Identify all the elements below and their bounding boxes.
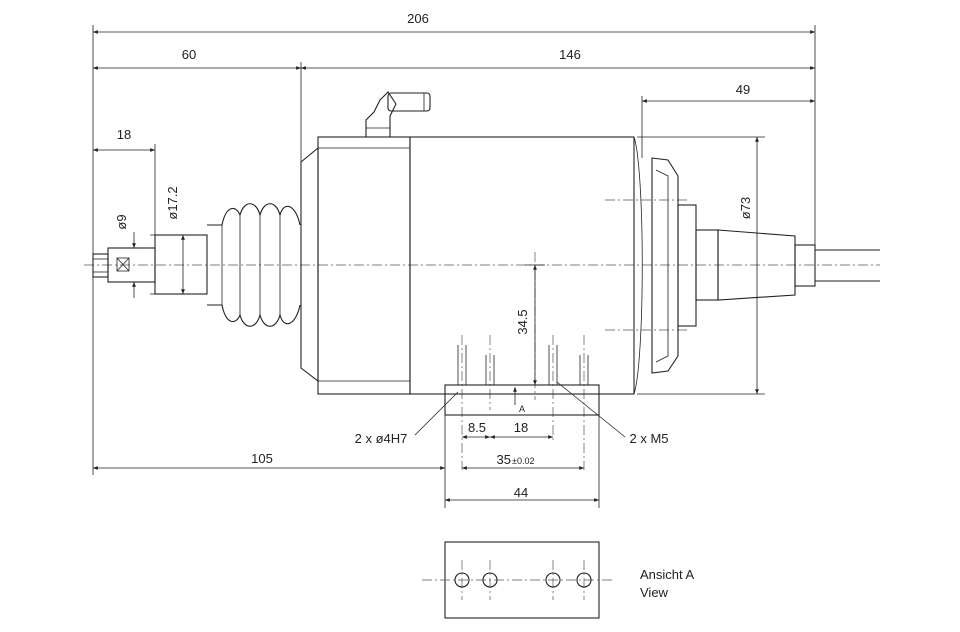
- dim-overall: 206: [407, 11, 429, 26]
- dim-left: 60: [182, 47, 196, 62]
- view-a-detail: Ansicht A View: [422, 541, 695, 619]
- dim-offset: 105: [251, 451, 273, 466]
- dim-tolerance: ±0.02: [512, 456, 534, 466]
- dim-stem: 18: [117, 127, 131, 142]
- label-pin-holes: 2 x ø4H7: [355, 431, 408, 446]
- pin-hole-left: [454, 572, 470, 588]
- dim-right-end: 49: [736, 82, 750, 97]
- bellows-boot: [207, 203, 301, 327]
- dim-rod-diameter: ø9: [114, 214, 129, 229]
- dim-hole-a: 8.5: [468, 420, 486, 435]
- dimension-labels: 206 60 146 49 18 ø9 ø17.2 ø73 34.5 A 2 x…: [114, 11, 753, 500]
- dim-hole-total: 35: [497, 452, 511, 467]
- dim-right: 146: [559, 47, 581, 62]
- label-threads: 2 x M5: [629, 431, 668, 446]
- dim-boot-diameter: ø17.2: [165, 186, 180, 219]
- view-title-en: View: [640, 585, 669, 600]
- plunger-rod: [92, 234, 208, 295]
- mounting-block: [444, 345, 600, 416]
- dim-base-width: 44: [514, 485, 528, 500]
- dim-mount-height: 34.5: [515, 309, 530, 334]
- solenoid-body: [300, 91, 643, 395]
- dim-body-diameter: ø73: [738, 197, 753, 219]
- dim-hole-b: 18: [514, 420, 528, 435]
- extension-lines: [92, 25, 816, 508]
- thread-hole-right: [576, 572, 592, 588]
- dimension-lines: [93, 30, 815, 502]
- pin-hole-right: [545, 572, 561, 588]
- thread-hole-left: [482, 572, 498, 588]
- right-end-assembly: [651, 157, 880, 374]
- view-marker: A: [519, 404, 525, 414]
- view-title-de: Ansicht A: [640, 567, 695, 582]
